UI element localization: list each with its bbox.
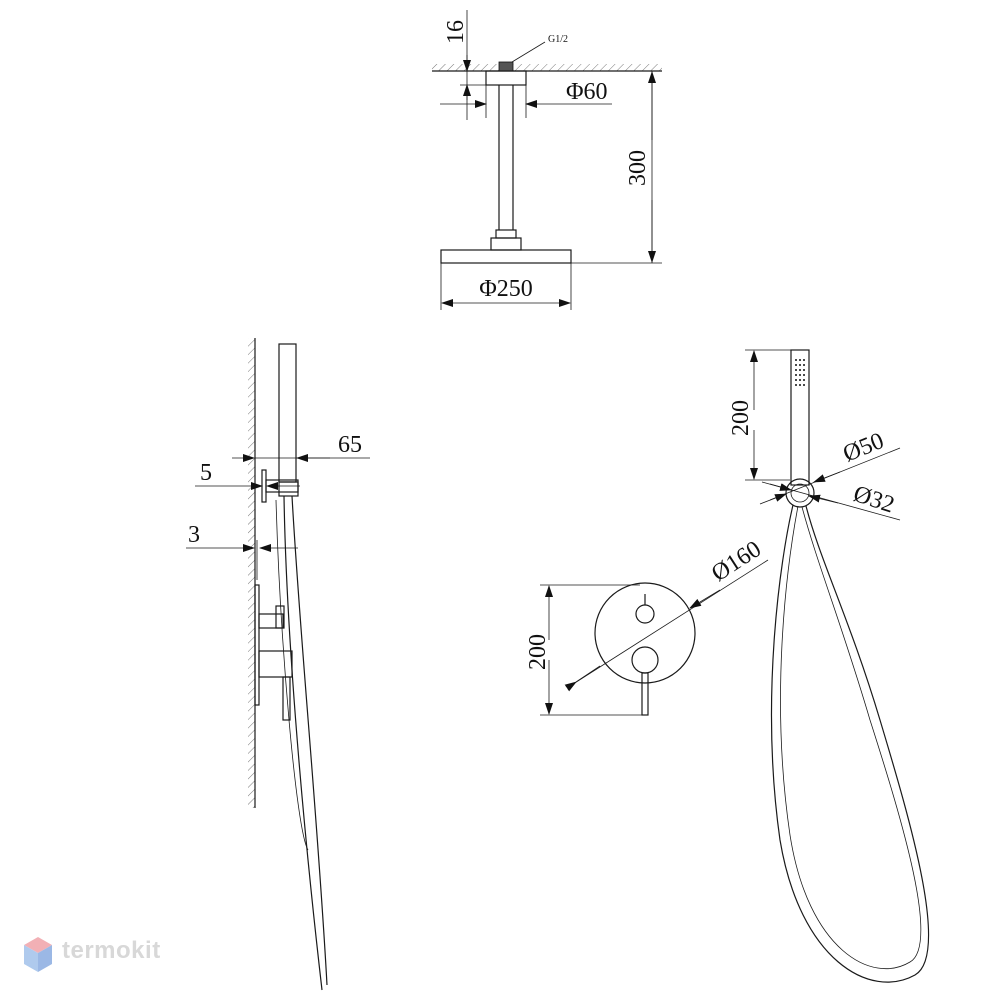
lever-body	[258, 650, 293, 678]
arm-joint	[495, 229, 517, 239]
dim-head-diameter: Φ250	[479, 276, 533, 302]
spray-nozzles	[795, 359, 805, 386]
dim50-arrow-left	[759, 493, 787, 505]
brand-name: termokit	[62, 937, 161, 964]
wall-hatch	[248, 338, 255, 808]
dim-mixer-plate: 3	[188, 522, 200, 548]
dim32-arrow-right	[808, 494, 839, 504]
dim160-arrow-right	[689, 589, 721, 609]
lever-handle-front	[641, 672, 649, 716]
dim-holder-outer: Ø50	[840, 428, 888, 468]
dim-holder-inner: Ø32	[850, 481, 897, 519]
shower-head	[440, 249, 572, 264]
dim160-arrow-left	[564, 665, 601, 692]
hose-side-b	[291, 495, 328, 986]
dim-handshower-length: 200	[728, 400, 754, 436]
holder-outer-circle	[785, 478, 815, 508]
head-connector	[490, 237, 522, 251]
ceiling-hatch	[432, 64, 662, 71]
thread-nipple	[498, 61, 514, 72]
ceiling-shower-view: G1/2 16 Φ60 300 Φ250	[432, 10, 662, 310]
thread-leader	[511, 41, 546, 63]
hose-side-a	[283, 495, 323, 991]
lever-base-front	[631, 646, 659, 674]
hose-front-inner	[780, 505, 922, 970]
hose-front-outer	[770, 504, 930, 983]
dim-mixer-height: 200	[525, 634, 551, 670]
thread-label: G1/2	[548, 34, 568, 45]
handshower-side	[278, 343, 297, 483]
dim160-line	[569, 559, 769, 687]
brand-logo-icon	[24, 937, 52, 972]
dim-mixer-plate-diameter: Ø160	[707, 536, 766, 587]
dim32-arrow-left	[761, 481, 792, 491]
holder-plate	[261, 469, 267, 503]
diverter-knob-front	[635, 604, 655, 624]
ceiling-flange	[485, 70, 527, 86]
mixer-plate	[254, 584, 260, 706]
front-view: 200 Ø50 Ø32 Ø160 200	[525, 349, 930, 983]
dim-holder-depth: 65	[338, 432, 362, 458]
diverter-knob	[275, 605, 285, 629]
dim50-arrow-right	[813, 471, 841, 483]
mixer-plate-front	[594, 582, 696, 684]
side-view: 65 5 3	[186, 338, 370, 991]
diverter-body	[258, 613, 284, 629]
holder-inner-circle	[790, 483, 810, 503]
holder-clip	[278, 481, 299, 497]
dim-arm-length: 300	[625, 150, 651, 186]
dim-flange-height: 16	[443, 20, 469, 44]
lever-handle	[282, 676, 291, 721]
handshower-front	[790, 349, 810, 486]
dim-holder-plate: 5	[200, 460, 212, 486]
dim-flange-diameter: Φ60	[566, 79, 608, 105]
